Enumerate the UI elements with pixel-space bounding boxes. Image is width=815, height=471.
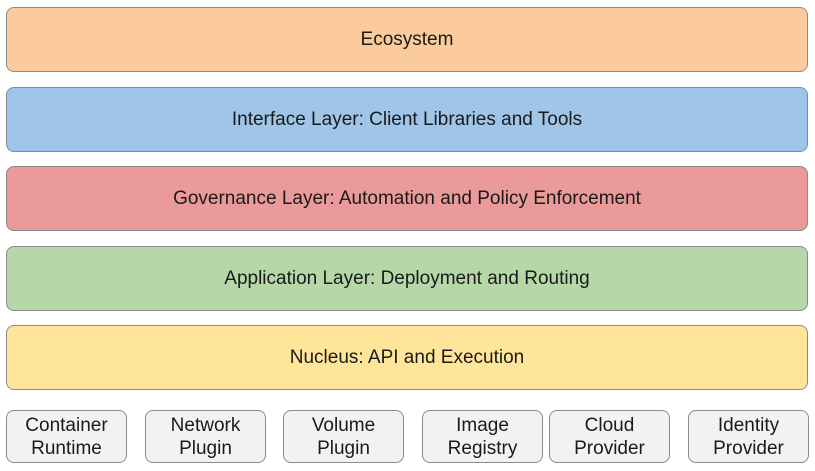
component-label-line1: Image (456, 414, 509, 436)
component-container-runtime: Container Runtime (6, 410, 127, 463)
component-identity-provider: Identity Provider (688, 410, 809, 463)
layer-label: Interface Layer: Client Libraries and To… (231, 108, 583, 130)
layer-label: Application Layer: Deployment and Routin… (224, 267, 590, 289)
component-image-registry: Image Registry (422, 410, 543, 463)
component-label-line2: Registry (447, 437, 518, 459)
component-label-line2: Plugin (317, 437, 370, 459)
component-label-line2: Provider (713, 437, 784, 459)
component-volume-plugin: Volume Plugin (283, 410, 404, 463)
layer-governance: Governance Layer: Automation and Policy … (6, 166, 808, 231)
component-label-line1: Container (25, 414, 108, 436)
component-label-line1: Identity (717, 414, 780, 436)
component-network-plugin: Network Plugin (145, 410, 266, 463)
layer-label: Governance Layer: Automation and Policy … (173, 187, 641, 209)
component-cloud-provider: Cloud Provider (549, 410, 670, 463)
layer-application: Application Layer: Deployment and Routin… (6, 246, 808, 311)
layer-label: Ecosystem (360, 28, 454, 50)
layer-label: Nucleus: API and Execution (289, 346, 525, 368)
component-label-line2: Plugin (179, 437, 232, 459)
layer-interface: Interface Layer: Client Libraries and To… (6, 87, 808, 152)
layer-nucleus: Nucleus: API and Execution (6, 325, 808, 390)
component-label-line1: Volume (311, 414, 376, 436)
component-label-line1: Network (170, 414, 241, 436)
component-label-line1: Cloud (584, 414, 635, 436)
component-label-line2: Provider (574, 437, 645, 459)
layer-ecosystem: Ecosystem (6, 7, 808, 72)
component-label-line2: Runtime (31, 437, 102, 459)
